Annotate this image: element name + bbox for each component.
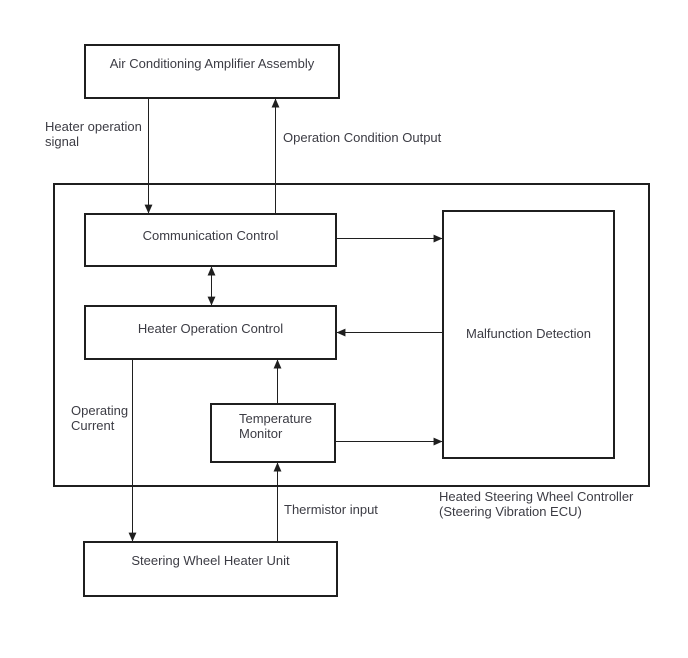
steering-wheel-heater-unit-box: Steering Wheel Heater Unit	[83, 541, 338, 597]
thermistor-input-label: Thermistor input	[284, 502, 378, 517]
malfunction-detection-box: Malfunction Detection	[442, 210, 615, 459]
air-conditioning-amplifier-box: Air Conditioning Amplifier Assembly	[84, 44, 340, 99]
operation-condition-output-label: Operation Condition Output	[283, 130, 442, 145]
steering-wheel-heater-unit-label: Steering Wheel Heater Unit	[131, 553, 290, 568]
operating-current-label: Operating Current	[71, 403, 129, 433]
temperature-monitor-box: Temperature Monitor	[210, 403, 336, 463]
communication-control-label: Communication Control	[142, 228, 279, 243]
controller-caption-label: Heated Steering Wheel Controller (Steeri…	[439, 489, 634, 519]
temperature-monitor-label: Temperature Monitor	[239, 411, 312, 441]
heater-operation-control-box: Heater Operation Control	[84, 305, 337, 360]
air-conditioning-amplifier-label: Air Conditioning Amplifier Assembly	[109, 56, 315, 71]
heater-operation-signal-label: Heater operation signal	[45, 119, 142, 149]
heater-operation-control-label: Heater Operation Control	[137, 321, 284, 336]
malfunction-detection-label: Malfunction Detection	[465, 326, 591, 342]
communication-control-box: Communication Control	[84, 213, 337, 267]
controller-boundary-box	[53, 183, 650, 487]
